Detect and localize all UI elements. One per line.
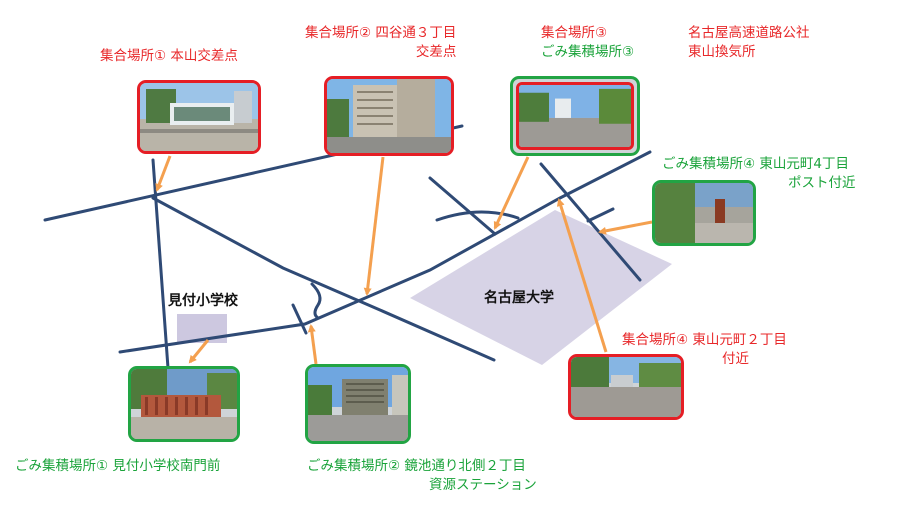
road-kagamiike-curve (310, 282, 322, 320)
road-campus-north (428, 176, 497, 236)
photo-honyama-intersection (137, 80, 261, 154)
photo-kagamiike-resource-station (305, 364, 411, 444)
roads (43, 124, 652, 370)
assembly-1-line-1: 集合場所① 本山交差点 (100, 48, 238, 64)
photo-mitsuke-school-gate (128, 366, 240, 442)
photo-higashiyama-motomachi-2 (568, 354, 684, 420)
assembly-2-label: 集合場所② 四谷通３丁目 交差点 (305, 24, 456, 62)
school-label: 見付小学校 (168, 293, 238, 309)
university-campus-area (410, 210, 672, 365)
arrow-assembly-4 (556, 198, 608, 353)
road-south-main (118, 150, 652, 354)
assembly-3-label: 集合場所③ ごみ集積場所③ (541, 24, 634, 62)
arrow-assembly-3 (493, 156, 530, 230)
highway-note-label: 名古屋高速道路公社 東山換気所 (688, 24, 810, 62)
assembly-3-line-1: 集合場所③ (541, 25, 608, 41)
road-northeast-diag (539, 162, 642, 282)
arrow-assembly-2 (363, 156, 385, 296)
collection-2-line-2: 資源ステーション (429, 477, 537, 493)
road-kagamiike-stub (291, 303, 308, 335)
road-northeast-stub (586, 207, 615, 223)
assembly-4-line-1: 集合場所④ 東山元町２丁目 (622, 332, 787, 348)
assembly-1-label: 集合場所① 本山交差点 (100, 47, 238, 66)
photo-yotsuya-3chome (324, 76, 454, 156)
road-north-arc (435, 210, 520, 222)
collection-1-label: ごみ集積場所① 見付小学校南門前 (15, 457, 220, 476)
pointer-arrows (155, 155, 653, 365)
collection-4-label: ごみ集積場所④ 東山元町4丁目 ポスト付近 (662, 155, 856, 193)
collection-2-line-1: ごみ集積場所② 鏡池通り北側２丁目 (307, 458, 526, 474)
assembly-4-label: 集合場所④ 東山元町２丁目 付近 (622, 331, 787, 369)
arrow-collection-1 (188, 339, 210, 364)
collection-4-line-2: ポスト付近 (788, 175, 856, 191)
road-long-diagonal (151, 196, 496, 362)
collection-2-label: ごみ集積場所② 鏡池通り北側２丁目 資源ステーション (307, 457, 537, 495)
collection-1-line-1: ごみ集積場所① 見付小学校南門前 (15, 458, 221, 474)
highway-note-line-1: 名古屋高速道路公社 (688, 25, 810, 41)
assembly-2-line-2: 交差点 (415, 44, 457, 60)
assembly-3-line-2: ごみ集積場所③ (541, 44, 635, 60)
photo-expressway-ventilation (510, 76, 640, 156)
photo-higashiyama-motomachi-4 (652, 180, 756, 246)
arrow-collection-2 (307, 324, 318, 365)
assembly-4-line-2: 付近 (722, 351, 749, 367)
road-school-vertical (151, 158, 170, 370)
highway-note-line-2: 東山換気所 (688, 44, 756, 60)
collection-4-line-1: ごみ集積場所④ 東山元町4丁目 (662, 156, 849, 172)
arrow-assembly-1 (155, 155, 172, 192)
university-label: 名古屋大学 (484, 290, 554, 306)
arrow-collection-4 (598, 220, 653, 235)
assembly-2-line-1: 集合場所② 四谷通３丁目 (305, 25, 457, 41)
